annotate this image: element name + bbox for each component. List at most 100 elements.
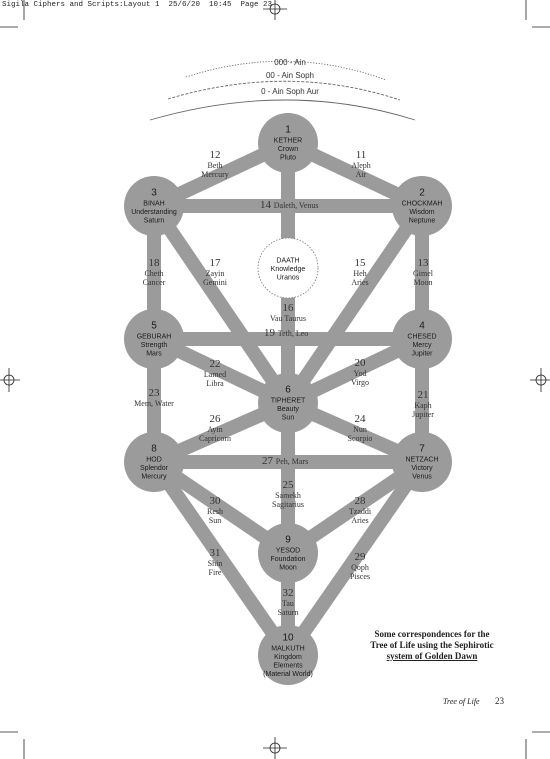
path-number: 30	[210, 495, 222, 507]
path-attribution: Mercury	[201, 170, 229, 179]
sephirah-text: Moon	[279, 565, 297, 572]
running-footer-title: Tree of Life	[443, 697, 480, 706]
sephirah-text: MALKUTH	[271, 645, 304, 652]
sephirah-circle	[124, 176, 184, 236]
path-number: 26	[210, 413, 222, 425]
path-number: 12	[210, 149, 221, 161]
sephirah-number: 7	[419, 444, 425, 455]
caption-line: system of Golden Dawn	[386, 651, 478, 661]
path-number: 13	[418, 257, 430, 269]
path-label-19: 19 Teth, Leo	[264, 327, 308, 339]
path-attribution: Lamed	[204, 370, 226, 379]
sephirah-circle	[257, 237, 319, 299]
path-attribution: Libra	[206, 379, 224, 388]
sephirah-circle	[258, 523, 318, 583]
sephirah-text: Kingdom	[274, 654, 302, 661]
path-number: 15	[355, 257, 367, 269]
sephirah-text: Foundation	[270, 556, 305, 563]
path-attribution: Zayin	[206, 269, 225, 278]
print-slug: Sigila Ciphers and Scripts:Layout 1 25/6…	[2, 1, 273, 9]
path-attribution: Beth	[207, 161, 222, 170]
path-attribution: Aleph	[351, 161, 371, 170]
sephirah-text: CHESED	[407, 334, 436, 341]
sephirah-text: BINAH	[143, 201, 164, 208]
sephirah-circle	[258, 625, 318, 685]
sephirah-text: Mars	[146, 351, 162, 358]
path-number: 22	[210, 358, 221, 370]
path-attribution: Aries	[351, 278, 368, 287]
sephirah-text: CHOCKMAH	[402, 201, 443, 208]
path-number: 21	[418, 389, 429, 401]
path-number: 32	[283, 587, 294, 599]
sephirah-text: Splendor	[140, 465, 169, 472]
sephirah-text: Jupiter	[411, 351, 433, 358]
sephirah-text: Elements	[273, 662, 303, 669]
path-attribution: Samekh	[275, 491, 301, 500]
path-number: 17	[210, 257, 222, 269]
path-attribution: Pisces	[350, 572, 370, 581]
veil-label-ain-soph-aur: 0 - Ain Soph Aur	[261, 87, 319, 96]
sephirah-number: 5	[151, 321, 157, 332]
caption-line: Some correspondences for the	[374, 629, 490, 639]
sephirah-number: 9	[285, 535, 291, 546]
path-number: 23	[149, 387, 161, 399]
path-attribution: Ayin	[207, 425, 222, 434]
sephirah-number: 6	[285, 385, 291, 396]
sephirah-text: Neptune	[409, 218, 436, 225]
sephirah-text: YESOD	[276, 548, 301, 555]
path-attribution: Mem, Water	[134, 399, 174, 408]
sephirah-text: Beauty	[277, 406, 299, 413]
path-number: 16	[283, 302, 295, 314]
path-number: 28	[355, 495, 367, 507]
path-attribution: Capricorn	[199, 434, 231, 443]
sephirah-number: 1	[285, 125, 291, 136]
path-attribution: Sagitarius	[272, 500, 304, 509]
sephirah-number: 10	[282, 632, 294, 643]
sephirah-circle	[124, 309, 184, 369]
path-attribution: Cheth	[144, 269, 163, 278]
path-number: 31	[210, 547, 221, 559]
registration-mark-bottom	[263, 737, 287, 759]
path-attribution: Resh	[207, 507, 223, 516]
sephirah-text: GEBURAH	[137, 334, 172, 341]
sephirah-circle	[258, 373, 318, 433]
caption-line: Tree of Life using the Sephirotic	[370, 640, 494, 650]
path-attribution: Tau	[282, 599, 294, 608]
path-attribution: Nun	[353, 425, 367, 434]
path-attribution: Qoph	[351, 563, 369, 572]
page-number: 23	[495, 696, 504, 706]
path-attribution: Moon	[413, 278, 432, 287]
sephirah-text: Wisdom	[409, 209, 434, 216]
registration-mark-top	[263, 0, 287, 20]
path-attribution: Aries	[351, 516, 368, 525]
path-number: 24	[355, 413, 367, 425]
sephirah-text: KETHER	[274, 138, 302, 145]
sephirah-circle	[258, 113, 318, 173]
path-attribution: Scorpio	[348, 434, 373, 443]
sephirah-text: Knowledge	[271, 266, 306, 273]
path-number: 18	[149, 257, 161, 269]
sephirah-text: Victory	[411, 465, 433, 472]
path-netzach-malkuth	[282, 458, 428, 659]
path-attribution: Kaph	[414, 401, 431, 410]
